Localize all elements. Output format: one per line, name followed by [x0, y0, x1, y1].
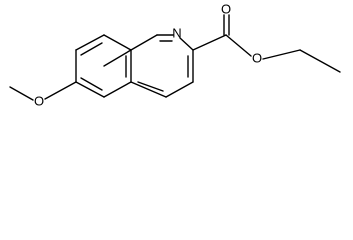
bond — [75, 34, 105, 51]
bond — [192, 34, 227, 51]
double-bond-inner — [80, 77, 103, 91]
bond — [130, 34, 158, 51]
bond — [299, 49, 341, 73]
pyridine-ring — [130, 34, 194, 98]
atom-labels: N O O O — [34, 2, 262, 109]
bond — [9, 86, 34, 101]
bond — [75, 81, 105, 98]
ring-nitrogen-label: N — [172, 26, 181, 41]
bond — [103, 34, 132, 51]
bond — [103, 81, 132, 98]
bond — [165, 81, 194, 98]
bond — [130, 81, 167, 98]
carbonyl-oxygen-label: O — [221, 2, 231, 17]
benzene-ring — [75, 34, 132, 98]
ester-group — [192, 14, 341, 73]
methoxy-oxygen-label: O — [34, 94, 44, 109]
bond — [262, 49, 301, 60]
bond — [225, 34, 252, 57]
double-bond-inner — [137, 81, 164, 92]
chemical-structure-diagram: N O O O — [9, 2, 341, 109]
methoxy-group — [9, 81, 77, 101]
bond — [103, 49, 132, 67]
bond — [179, 37, 194, 51]
bond — [44, 81, 77, 100]
double-bond-inner — [80, 42, 103, 56]
ester-oxygen-label: O — [252, 51, 262, 66]
